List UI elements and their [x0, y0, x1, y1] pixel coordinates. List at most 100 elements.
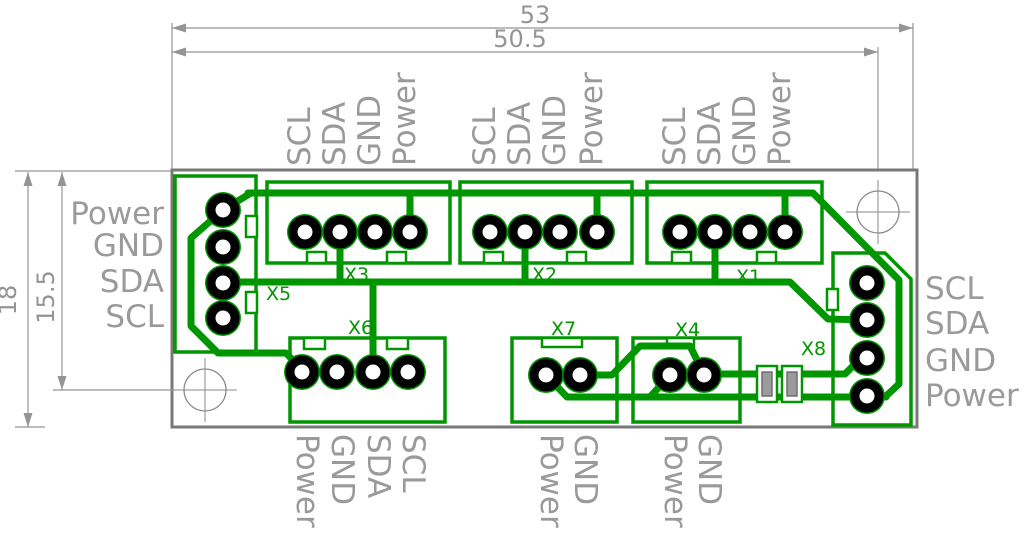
- pad-ring: [768, 215, 802, 249]
- pin-mark: [540, 336, 584, 349]
- connector-pin-marks: [244, 214, 840, 351]
- pin-label-x3-gnd: GND: [352, 95, 388, 166]
- smd-pad: [786, 371, 798, 397]
- pad-ring: [543, 215, 577, 249]
- pin-label-x3-sda: SDA: [317, 102, 353, 166]
- pad-ring: [850, 341, 884, 375]
- dimension-arrow: [864, 47, 878, 57]
- dim-value-top-outer: 53: [520, 1, 551, 29]
- pad-ring: [358, 215, 392, 249]
- pin-label-x1-sda: SDA: [692, 102, 728, 166]
- dimension-arrow: [172, 23, 186, 33]
- pin-mark: [482, 250, 505, 265]
- pin-label-x1-power: Power: [762, 72, 798, 166]
- pad-ring: [850, 379, 884, 413]
- pin-label-right-gnd: GND: [925, 343, 996, 379]
- copper-trace: [187, 206, 307, 375]
- ref-label-x8: X8: [801, 338, 826, 360]
- pad-ring: [580, 215, 614, 249]
- pin-label-right-power: Power: [925, 378, 1019, 414]
- pad-ring: [653, 358, 687, 392]
- dim-value-left-outer: 18: [0, 285, 22, 316]
- pin-label-left-scl: SCL: [105, 299, 164, 335]
- dimension-arrow: [23, 172, 33, 186]
- pin-mark: [244, 290, 259, 315]
- ref-label-x2: X2: [532, 264, 557, 286]
- pin-label-x1-gnd: GND: [727, 95, 763, 166]
- pad-ring: [206, 193, 240, 227]
- through-hole-pads: [205, 192, 885, 414]
- pin-mark: [755, 250, 778, 265]
- pin-label-right-scl: SCL: [925, 271, 984, 307]
- pin-label-x6-scl: SCL: [395, 434, 431, 493]
- pin-label-x6-power: Power: [289, 434, 325, 528]
- pin-mark: [302, 336, 327, 351]
- ref-label-x6: X6: [348, 317, 373, 339]
- pad-ring: [320, 355, 354, 389]
- pin-mark: [305, 250, 328, 265]
- dimension-lines: [15, 23, 914, 428]
- pin-label-x6-gnd: GND: [324, 434, 360, 505]
- pin-label-x7-power: Power: [533, 434, 569, 528]
- dimension-values: 53 50.5 18 15.5: [0, 1, 550, 324]
- dim-value-left-inner: 15.5: [32, 270, 60, 323]
- pin-mark: [825, 287, 840, 312]
- pin-label-left-sda: SDA: [100, 264, 164, 300]
- pad-ring: [529, 358, 563, 392]
- ref-label-x4: X4: [675, 319, 700, 341]
- pin-mark: [244, 214, 259, 239]
- dimension-arrow: [57, 172, 67, 186]
- dimension-arrow: [57, 376, 67, 390]
- pin-label-x2-gnd: GND: [537, 95, 573, 166]
- pad-ring: [391, 355, 425, 389]
- pin-label-x3-power: Power: [387, 72, 423, 166]
- smd-pads-x8: [755, 364, 804, 404]
- connector-box-x2: [458, 180, 634, 265]
- pin-label-x3-scl: SCL: [282, 107, 318, 166]
- pin-label-left-gnd: GND: [93, 228, 164, 264]
- pad-ring: [323, 215, 357, 249]
- dimension-arrow: [23, 413, 33, 427]
- pad-ring: [663, 215, 697, 249]
- pad-ring: [356, 355, 390, 389]
- pad-ring: [850, 303, 884, 337]
- pad-ring: [206, 230, 240, 264]
- pin-mark: [670, 250, 693, 265]
- pin-mark: [565, 250, 588, 265]
- pin-label-x4-power: Power: [657, 434, 693, 528]
- ref-label-x3: X3: [344, 264, 369, 286]
- dimension-arrow: [899, 23, 913, 33]
- pin-label-x4-gnd: GND: [691, 434, 727, 505]
- pad-ring: [288, 215, 322, 249]
- connector-box-x1: [645, 180, 824, 265]
- pin-label-left-power: Power: [70, 196, 164, 232]
- pin-label-x2-power: Power: [574, 72, 610, 166]
- pin-label-right-sda: SDA: [925, 306, 989, 342]
- pin-label-x1-scl: SCL: [657, 107, 693, 166]
- dim-value-top-inner: 50.5: [493, 25, 546, 53]
- pin-label-x6-sda: SDA: [360, 434, 396, 498]
- ref-label-x7: X7: [551, 318, 576, 340]
- pad-ring: [687, 358, 721, 392]
- pad-ring: [850, 266, 884, 300]
- dimension-arrow: [172, 47, 186, 57]
- pin-mark: [385, 336, 410, 351]
- connector-box-x3: [265, 180, 452, 265]
- pad-ring: [698, 215, 732, 249]
- copper-trace: [219, 278, 871, 324]
- pin-label-x2-sda: SDA: [502, 102, 538, 166]
- pin-mark: [385, 250, 408, 265]
- pad-ring: [393, 215, 427, 249]
- ref-label-x5: X5: [266, 283, 291, 305]
- smd-pad: [761, 371, 773, 397]
- pad-ring: [473, 215, 507, 249]
- pad-ring: [206, 266, 240, 300]
- pad-ring: [733, 215, 767, 249]
- ref-label-x1: X1: [736, 266, 761, 288]
- pin-label-x7-gnd: GND: [567, 434, 603, 505]
- pad-ring: [563, 358, 597, 392]
